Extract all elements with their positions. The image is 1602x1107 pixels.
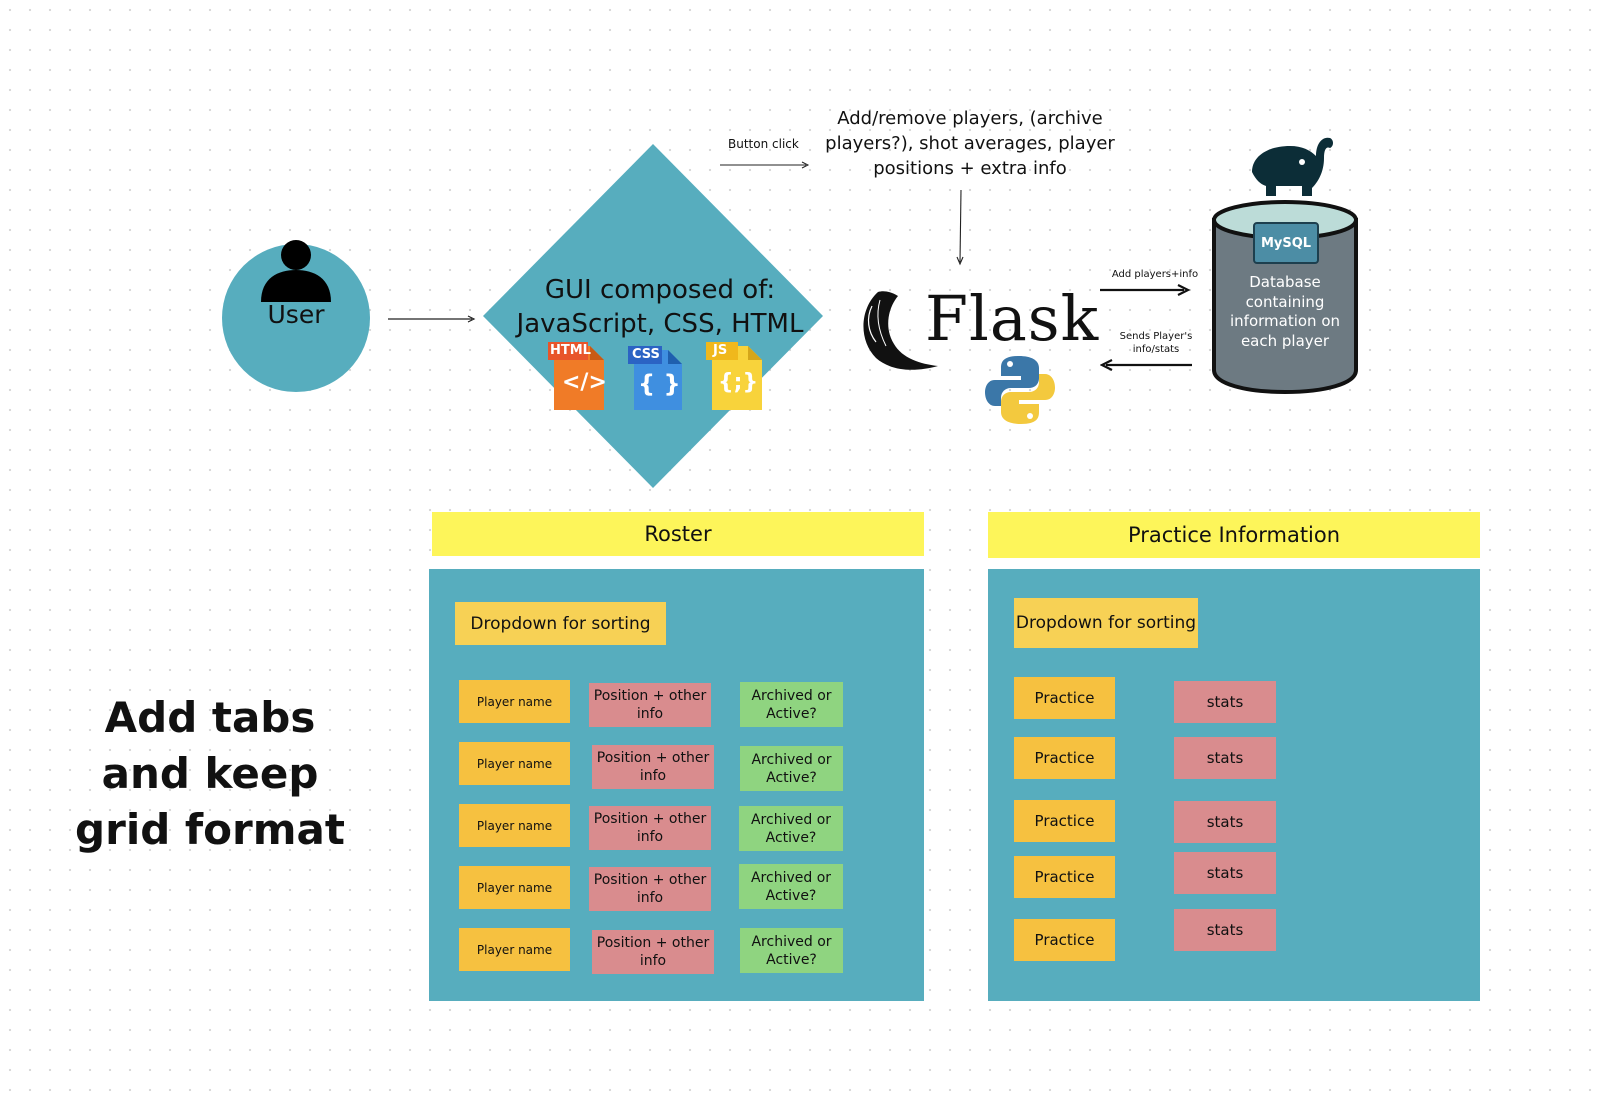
flask-horn-icon	[863, 291, 938, 370]
practice-stats[interactable]: stats	[1174, 909, 1276, 951]
practice-stats[interactable]: stats	[1174, 681, 1276, 723]
practice-item[interactable]: Practice	[1014, 800, 1115, 842]
user-icon	[261, 240, 331, 302]
flask-to-db-arrow	[1100, 284, 1191, 296]
gui-label-line2: JavaScript, CSS, HTML	[516, 309, 804, 339]
roster-position-info[interactable]: Position + other info	[592, 930, 714, 974]
css-glyph: { }	[638, 370, 681, 398]
roster-position-info[interactable]: Position + other info	[589, 683, 711, 727]
elephant-icon	[1252, 137, 1333, 196]
practice-header: Practice Information	[988, 512, 1480, 558]
roster-position-info[interactable]: Position + other info	[589, 806, 711, 850]
roster-status[interactable]: Archived or Active?	[740, 746, 843, 791]
user-label: User	[267, 300, 325, 329]
database-cylinder	[1212, 200, 1358, 395]
button-click-label: Button click	[728, 137, 799, 151]
practice-item[interactable]: Practice	[1014, 677, 1115, 719]
design-note: Add tabs and keep grid format	[75, 693, 345, 854]
roster-position-info[interactable]: Position + other info	[589, 867, 711, 911]
roster-status[interactable]: Archived or Active?	[740, 682, 843, 727]
roster-status[interactable]: Archived or Active?	[739, 806, 843, 851]
css-badge: CSS	[632, 347, 660, 362]
roster-player-name[interactable]: Player name	[459, 804, 570, 847]
note-to-flask-arrow	[956, 190, 964, 266]
database-description: Database containing information on each …	[1229, 273, 1341, 350]
roster-sort-dropdown[interactable]: Dropdown for sorting	[455, 602, 666, 645]
roster-player-name[interactable]: Player name	[459, 928, 570, 971]
python-icon	[985, 356, 1055, 424]
gui-label-line1: GUI composed of:	[544, 275, 776, 305]
practice-title: Practice Information	[1127, 523, 1341, 547]
practice-dropdown-label: Dropdown for sorting	[1015, 613, 1197, 633]
roster-dropdown-label: Dropdown for sorting	[470, 613, 651, 634]
add-players-label: Add players+info	[1111, 269, 1199, 280]
roster-status[interactable]: Archived or Active?	[739, 864, 843, 909]
js-glyph: {;}	[718, 370, 759, 395]
html-file-icon: HTML </>	[548, 342, 607, 412]
roster-player-name[interactable]: Player name	[459, 742, 570, 785]
roster-title: Roster	[644, 522, 712, 546]
js-badge: JS	[713, 343, 728, 358]
js-file-icon: JS {;}	[706, 342, 764, 412]
css-file-icon: CSS { }	[628, 346, 684, 412]
practice-stats[interactable]: stats	[1174, 737, 1276, 779]
mysql-badge: MySQL	[1253, 222, 1319, 264]
practice-item[interactable]: Practice	[1014, 856, 1115, 898]
practice-stats[interactable]: stats	[1174, 801, 1276, 843]
roster-header: Roster	[432, 512, 924, 556]
practice-item[interactable]: Practice	[1014, 919, 1115, 961]
db-to-flask-arrow	[1100, 359, 1192, 371]
html-glyph: </>	[562, 370, 607, 395]
user-to-gui-arrow	[388, 315, 476, 323]
roster-status[interactable]: Archived or Active?	[740, 928, 843, 973]
sends-player-label: Sends Player's info/stats	[1119, 331, 1193, 355]
practice-stats[interactable]: stats	[1174, 852, 1276, 894]
gui-label: GUI composed of: JavaScript, CSS, HTML	[500, 273, 820, 341]
roster-player-name[interactable]: Player name	[459, 680, 570, 723]
html-badge: HTML	[550, 343, 591, 358]
roster-position-info[interactable]: Position + other info	[592, 745, 714, 789]
flask-wordmark: Flask	[925, 282, 1100, 355]
flask-actions-note: Add/remove players, (archive players?), …	[825, 108, 1115, 179]
button-click-arrow	[720, 161, 810, 169]
practice-item[interactable]: Practice	[1014, 737, 1115, 779]
roster-player-name[interactable]: Player name	[459, 866, 570, 909]
practice-sort-dropdown[interactable]: Dropdown for sorting	[1014, 598, 1198, 648]
